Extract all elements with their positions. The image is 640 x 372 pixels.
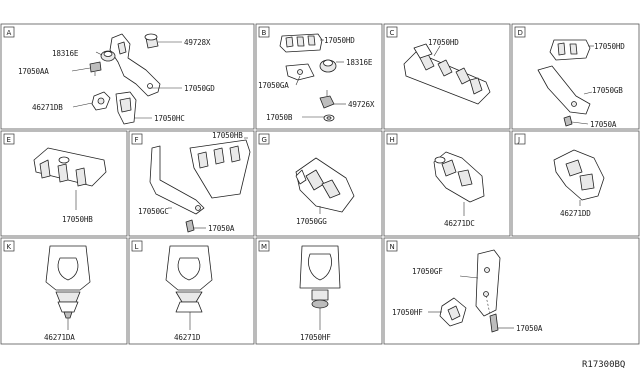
label-17050hb-e: 17050HB <box>62 215 93 224</box>
panel-k-letter: K <box>7 243 12 251</box>
panel-c-letter: C <box>390 29 395 37</box>
label-18316e-a: 18316E <box>52 49 79 58</box>
label-46271dc: 46271DC <box>444 219 475 228</box>
panel-k: K <box>0 237 128 345</box>
panel-a: A <box>0 23 255 130</box>
label-17050hb-f: 17050HB <box>212 131 243 140</box>
panel-b: B <box>255 23 383 130</box>
panel-l: L <box>128 237 255 345</box>
panel-c-parts <box>403 43 491 105</box>
panel-k-parts <box>45 245 91 330</box>
panel-m: M <box>255 237 383 345</box>
panel-d-parts <box>537 39 594 127</box>
label-46271da: 46271DA <box>44 333 75 342</box>
panel-f-letter: F <box>135 136 139 144</box>
label-17050a-d: 17050A <box>590 120 617 129</box>
panel-e-parts <box>33 147 107 210</box>
panel-a-letter: A <box>7 29 12 37</box>
panel-f: F <box>128 130 255 237</box>
label-46271db: 46271DB <box>32 103 63 112</box>
label-17050b: 17050B <box>266 113 293 122</box>
reference-code: R17300BQ <box>582 360 625 370</box>
panel-e-letter: E <box>7 136 11 144</box>
label-17050aa: 17050AA <box>18 67 49 76</box>
label-17050gc: 17050GC <box>138 207 169 216</box>
label-46271d: 46271D <box>174 333 201 342</box>
panel-m-parts <box>299 245 341 330</box>
label-17050hd-b: 17050HD <box>324 36 355 45</box>
panel-g: G <box>255 130 383 237</box>
label-46271dd: 46271DD <box>560 209 591 218</box>
panel-l-parts <box>165 245 213 330</box>
label-17050hc: 17050HC <box>154 114 185 123</box>
label-17050hd-c: 17050HD <box>428 38 459 47</box>
panel-h-letter: H <box>390 136 395 144</box>
panel-a-parts <box>71 33 182 125</box>
panel-m-letter: M <box>261 243 267 251</box>
panel-h: H <box>383 130 511 237</box>
label-17050gd: 17050GD <box>184 84 215 93</box>
panel-f-parts <box>149 137 251 233</box>
panel-n-letter: N <box>390 243 395 251</box>
label-18316e-b: 18316E <box>346 58 373 67</box>
panel-h-parts <box>433 151 485 216</box>
panel-b-parts <box>279 33 346 122</box>
label-17050hf-m: 17050HF <box>300 333 331 342</box>
panel-g-letter: G <box>262 136 267 144</box>
label-17050a-f: 17050A <box>208 224 235 233</box>
label-17050hf-n: 17050HF <box>392 308 423 317</box>
panel-j-letter: J <box>517 136 520 144</box>
label-17050gb: 17050GB <box>592 86 623 95</box>
panel-j-parts <box>553 149 605 206</box>
label-17050ga: 17050GA <box>258 81 289 90</box>
label-17050a-n: 17050A <box>516 324 543 333</box>
label-17050gf: 17050GF <box>412 267 443 276</box>
panel-g-parts <box>295 157 355 214</box>
label-17050gg: 17050GG <box>296 217 327 226</box>
panel-d-letter: D <box>518 29 523 37</box>
label-17050hd-d: 17050HD <box>594 42 625 51</box>
panel-l-letter: L <box>135 243 139 251</box>
panel-e: E <box>0 130 128 237</box>
label-49726x: 49726X <box>348 100 375 109</box>
panel-b-letter: B <box>262 29 267 37</box>
panel-d: D <box>511 23 640 130</box>
panel-j: J <box>511 130 640 237</box>
panel-n-parts <box>428 249 514 333</box>
panel-c: C <box>383 23 511 130</box>
label-49728x: 49728X <box>184 38 211 47</box>
panel-n: N <box>383 237 640 345</box>
